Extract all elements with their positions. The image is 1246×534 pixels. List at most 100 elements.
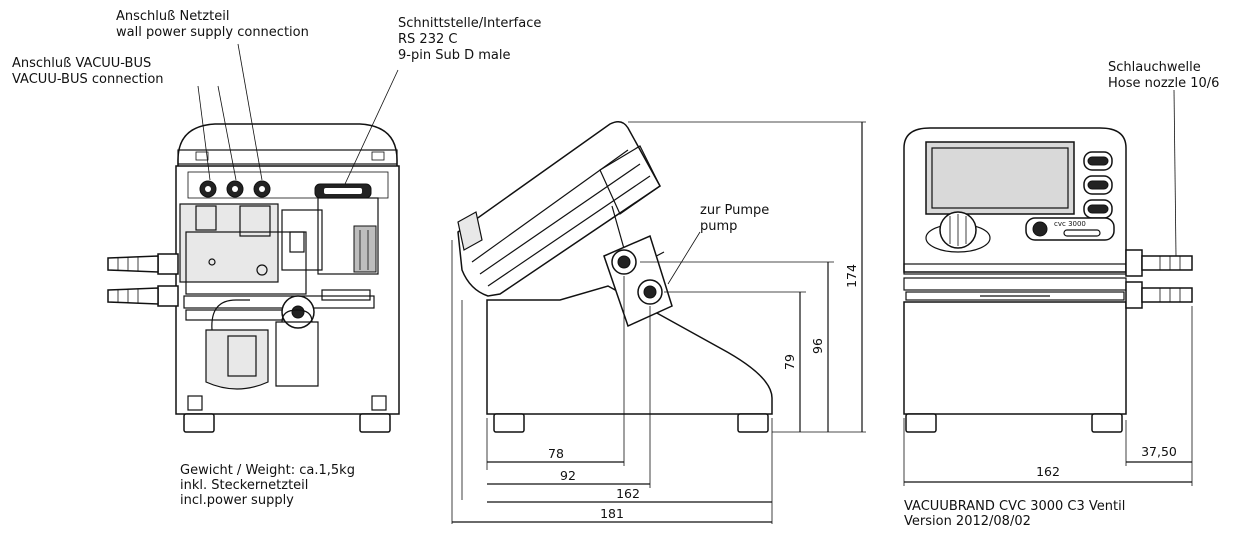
dim-162-side: 162 — [616, 486, 640, 501]
leader-hose — [1173, 89, 1177, 257]
pump-port-upper-center — [617, 255, 631, 269]
dim-181: 181 — [600, 506, 624, 521]
leader-power — [237, 43, 263, 181]
dim-162-front: 162 — [1036, 464, 1060, 479]
panel-brand-text: cvc 3000 — [1054, 220, 1086, 228]
logo-plate — [1025, 217, 1115, 241]
label-netzteil-de: Anschluß Netzteil — [116, 9, 229, 24]
label-pumpe-de: zur Pumpe — [700, 203, 769, 218]
side-foot-left — [493, 413, 525, 433]
label-model-1: VACUUBRAND CVC 3000 C3 Ventil — [904, 499, 1125, 514]
dimension-labels: 78 92 162 181 79 96 174 162 37,50 — [548, 264, 1177, 521]
front-dims — [903, 306, 1193, 486]
interface-board — [317, 197, 379, 275]
label-weight-1: Gewicht / Weight: ca.1,5kg — [180, 463, 355, 478]
rear-connector-strip — [187, 171, 389, 199]
hose-nozzle-upper — [107, 255, 159, 273]
rear-clip-left — [195, 151, 209, 161]
dim-174: 174 — [844, 264, 859, 288]
side-base — [486, 285, 773, 415]
label-vacuubus-de: Anschluß VACUU-BUS — [12, 56, 151, 71]
label-pumpe-en: pump — [700, 219, 737, 234]
head-edge-2 — [479, 163, 641, 275]
rear-knob-center — [291, 305, 305, 319]
nozzle-base — [157, 285, 179, 307]
head-bracket — [599, 145, 661, 215]
rear-lid-band — [177, 149, 398, 165]
label-interface-pin: 9-pin Sub D male — [398, 48, 510, 63]
label-interface-rs: RS 232 C — [398, 32, 457, 47]
bracket — [239, 205, 271, 237]
front-base — [903, 301, 1127, 415]
label-schlauch-de: Schlauchwelle — [1108, 60, 1201, 75]
rear-lid — [177, 123, 398, 169]
front-view: cvc 3000 — [903, 89, 1193, 486]
leader-interface — [344, 69, 399, 185]
dim-79: 79 — [782, 354, 797, 370]
label-vacuubus-en: VACUU-BUS connection — [12, 72, 164, 87]
logo-mark — [1032, 221, 1048, 237]
port-pin — [232, 186, 238, 192]
foot-bolt — [371, 395, 387, 411]
dim-92: 92 — [560, 468, 576, 483]
display-screen — [925, 141, 1075, 215]
rear-foot-left — [183, 413, 215, 433]
hose-nozzle-upper — [1141, 255, 1193, 271]
side-head — [457, 121, 661, 297]
nozzle-base — [1125, 281, 1143, 309]
foot-bolt — [187, 395, 203, 411]
rear-hose-nozzles — [107, 253, 179, 307]
bottle — [275, 321, 319, 387]
shelf — [321, 289, 371, 301]
label-interface-de: Schnittstelle/Interface — [398, 16, 541, 31]
rear-clip-right — [371, 151, 385, 161]
vessel-window — [227, 335, 257, 377]
bottle-top — [281, 309, 313, 323]
label-netzteil-en: wall power supply connection — [116, 25, 309, 40]
dim-37: 37,50 — [1141, 444, 1177, 459]
side-vertical-dims — [628, 121, 866, 433]
hose-bar — [183, 295, 375, 309]
dim-78: 78 — [548, 446, 564, 461]
screw — [256, 264, 268, 276]
front-foot-left — [905, 413, 937, 433]
label-weight-2: inkl. Steckernetzteil — [180, 478, 308, 493]
nozzle-base — [1125, 249, 1143, 277]
pump-port-lower-center — [643, 285, 657, 299]
label-model-2: Version 2012/08/02 — [904, 514, 1031, 529]
label-schlauch-en: Hose nozzle 10/6 — [1108, 76, 1219, 91]
bracket — [195, 205, 217, 231]
port-pin — [205, 186, 211, 192]
sub-d-inner — [324, 188, 362, 194]
side-view — [451, 121, 866, 524]
head-edge-3 — [487, 175, 651, 287]
labels: Anschluß Netzteil wall power supply conn… — [12, 9, 1219, 529]
hose-nozzle-lower — [107, 287, 159, 305]
front-band-3 — [905, 291, 1125, 301]
vessel-pipe — [211, 299, 250, 331]
front-foot-right — [1091, 413, 1123, 433]
side-foot-right — [737, 413, 769, 433]
front-band-2 — [903, 277, 1127, 291]
leader-vacuubus-1 — [197, 85, 211, 181]
rear-foot-right — [359, 413, 391, 433]
valve-block — [179, 203, 279, 283]
leader-pump — [667, 231, 701, 285]
sensor — [289, 231, 305, 253]
screw — [208, 258, 216, 266]
hose-nozzle-lower — [1141, 287, 1193, 303]
logo-slot — [1063, 229, 1101, 237]
head-knob — [457, 211, 483, 251]
port-pin — [259, 186, 265, 192]
side-horizontal-dims — [451, 240, 773, 524]
label-weight-3: incl.power supply — [180, 493, 294, 508]
vessel — [205, 329, 269, 390]
nozzle-base — [157, 253, 179, 275]
valve-housing — [185, 231, 307, 295]
display-inner — [931, 147, 1069, 209]
capacitor — [353, 225, 377, 273]
inner-frame — [281, 209, 323, 271]
front-hose-nozzles — [1125, 249, 1193, 309]
